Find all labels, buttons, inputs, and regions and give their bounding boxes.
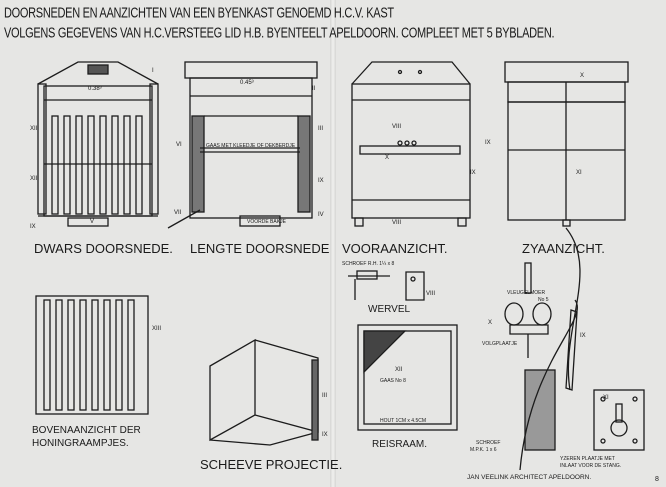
- hw-vleugelmoer: VLEUGELMOER: [507, 290, 546, 296]
- zy-mark: X: [580, 73, 585, 79]
- boven-mark: XIII: [152, 326, 162, 332]
- reisraam-drawing: [357, 324, 458, 431]
- dwars-mark: V: [90, 219, 95, 225]
- scheeve-mark: III: [322, 393, 328, 399]
- title-line-2: VOLGENS GEGEVENS VAN H.C.VERSTEEG LID H.…: [4, 26, 555, 42]
- voor-mark: VIII: [392, 220, 402, 226]
- hw-mark-x: X: [488, 320, 493, 326]
- lengte-doorsnede-drawing: [167, 61, 318, 229]
- hw-mark-ix: IX: [580, 333, 586, 339]
- caption-scheeve-projectie: SCHEEVE PROJECTIE.: [200, 457, 343, 472]
- dwars-mark: XIII: [30, 126, 40, 132]
- lengte-mark: VI: [176, 142, 182, 148]
- caption-lengte-doorsnede: LENGTE DOORSNEDE: [190, 241, 330, 256]
- voor-mark: IX: [470, 170, 476, 176]
- caption-dwars-doorsnede: DWARS DOORSNEDE.: [34, 241, 173, 256]
- reisraam-note: HOUT 1CM x 4.5CM: [380, 418, 427, 424]
- hw-plaat: YZEREN PLAATJE MET: [560, 456, 615, 462]
- page-fold: [330, 0, 336, 487]
- lengte-mark: VII: [174, 210, 182, 216]
- zy-mark: XI: [576, 170, 582, 176]
- lengte-dim: 0.45³: [240, 80, 254, 86]
- dwars-mark: I: [152, 68, 154, 74]
- hw-nr: No 5: [538, 297, 549, 303]
- zyaanzicht-drawing: [504, 61, 629, 227]
- dwars-mark: XIII: [30, 176, 40, 182]
- reisraam-mark: XII: [395, 367, 403, 373]
- dwars-mark: IX: [30, 224, 36, 230]
- wervel-drawing: [348, 270, 425, 301]
- hw-plaat: INLAAT VOOR DE STANG.: [560, 463, 622, 469]
- caption-honingraampjes: HONINGRAAMPJES.: [32, 438, 129, 449]
- hw-schroef-size: M.P.K. 1 x 6: [470, 447, 497, 453]
- bovenaanzicht-drawing: [35, 295, 149, 415]
- dwars-doorsnede-drawing: [37, 61, 159, 227]
- caption-wervel: WERVEL: [368, 304, 411, 315]
- title-line-1: DOORSNEDEN EN AANZICHTEN VAN EEN BYENKAS…: [4, 6, 394, 22]
- wervel-mark: VIII: [426, 291, 436, 297]
- credit-line: JAN VEELINK ARCHITECT APELDOORN.: [467, 474, 592, 481]
- scheeve-mark: IX: [322, 432, 328, 438]
- caption-reisraam: REISRAAM.: [372, 439, 428, 450]
- caption-zyaanzicht: ZYAANZICHT.: [522, 241, 605, 256]
- scheeve-projectie-drawing: [209, 338, 319, 446]
- hw-mark-xi: XI: [603, 395, 609, 401]
- hw-volgplaatje: VOLGPLAATJE: [482, 341, 518, 347]
- lengte-mark: IV: [318, 212, 324, 218]
- wervel-note: SCHROEF R.H. 1¼ x 8: [342, 261, 395, 267]
- caption-vooraanzicht: VOORAANZICHT.: [342, 241, 448, 256]
- lengte-mark: IX: [318, 178, 324, 184]
- lengte-note: VOORDE BAKJE: [247, 219, 286, 225]
- lengte-mark: II: [312, 86, 316, 92]
- reisraam-note: GAAS No 8: [380, 378, 406, 384]
- hardware-drawing: [504, 227, 645, 471]
- vooraanzicht-drawing: [351, 61, 471, 227]
- hw-schroef: SCHROEF: [476, 440, 501, 446]
- page-mark: 8: [655, 476, 659, 483]
- dwars-dim: 0.38³: [88, 86, 102, 92]
- voor-mark: VIII: [392, 124, 402, 130]
- caption-bovenaanzicht: BOVENAANZICHT DER: [32, 425, 141, 436]
- lengte-note: GAAS MET KLEEDJE OF DEKBERDJE: [206, 143, 296, 149]
- voor-mark: X: [385, 155, 390, 161]
- zy-mark: IX: [485, 140, 491, 146]
- lengte-mark: III: [318, 126, 324, 132]
